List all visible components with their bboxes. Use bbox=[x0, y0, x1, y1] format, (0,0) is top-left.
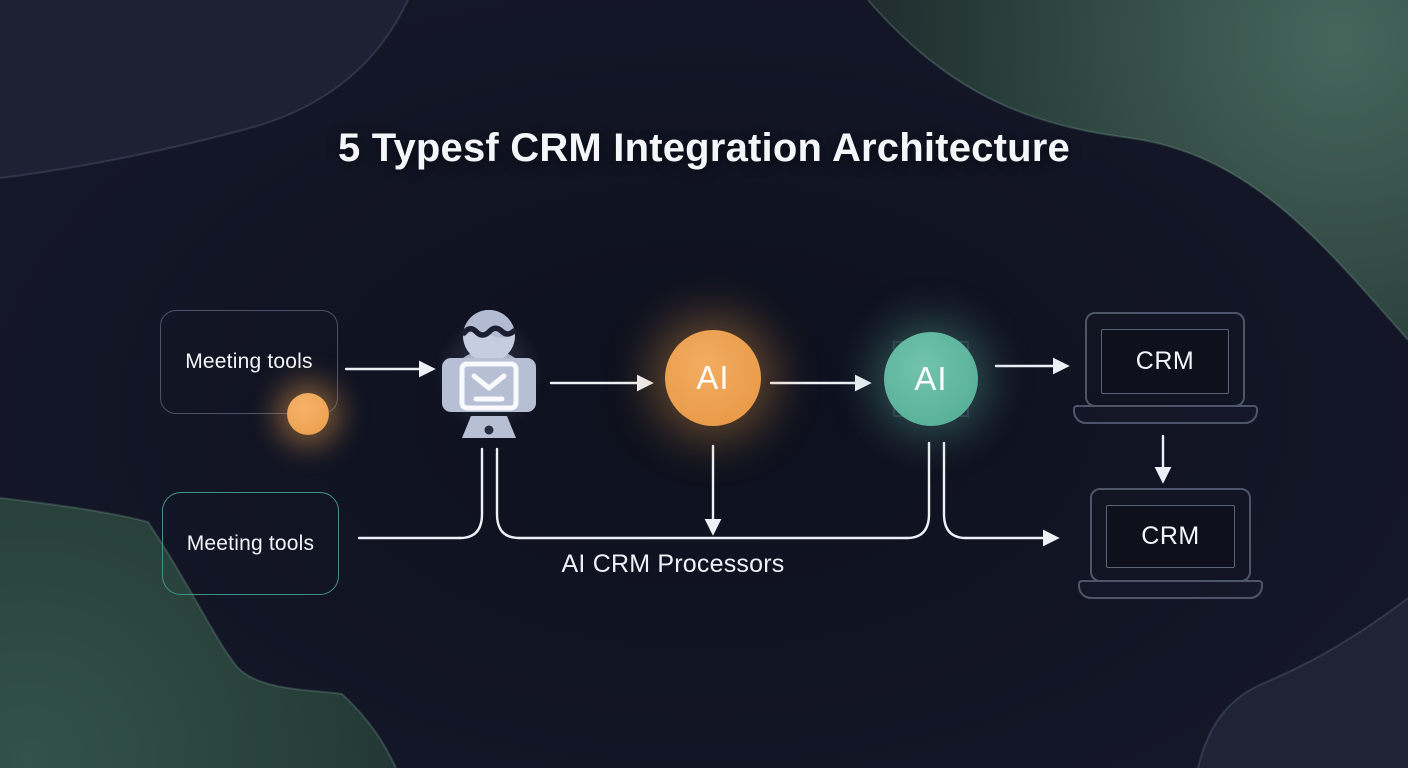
meeting-tools-top-box: Meeting tools bbox=[160, 310, 338, 414]
caption-ai-crm-processors: AI CRM Processors bbox=[561, 550, 785, 578]
ai-processor-node: AI bbox=[884, 332, 978, 426]
crm-top-label: CRM bbox=[1135, 347, 1195, 375]
laptop-base bbox=[1073, 405, 1258, 424]
workstation-leg-right bbox=[495, 447, 521, 540]
ai-ingest-node: AI bbox=[665, 330, 761, 426]
ai-processor-leg-right bbox=[942, 441, 968, 540]
ai-processor-leg-left bbox=[905, 441, 931, 540]
laptop-display: CRM bbox=[1106, 505, 1235, 568]
ai-ingest-label: AI bbox=[696, 359, 730, 396]
orange-status-dot bbox=[287, 393, 329, 435]
page-title: 5 Typesf CRM Integration Architecture bbox=[338, 126, 1070, 170]
crm-bottom-label: CRM bbox=[1141, 522, 1200, 550]
laptop-display: CRM bbox=[1101, 329, 1229, 394]
meeting-tools-bottom-label: Meeting tools bbox=[186, 531, 315, 555]
laptop-screen bbox=[1085, 312, 1245, 407]
ai-processor-label: AI bbox=[914, 360, 948, 397]
workstation-leg-left bbox=[458, 447, 484, 540]
blob-bottom-right bbox=[1198, 598, 1408, 768]
meeting-tools-bottom-box: Meeting tools bbox=[162, 492, 339, 595]
laptop-screen bbox=[1090, 488, 1251, 582]
laptop-base bbox=[1078, 580, 1263, 599]
meeting-tools-top-label: Meeting tools bbox=[185, 350, 313, 373]
person-at-computer-icon bbox=[442, 310, 536, 438]
